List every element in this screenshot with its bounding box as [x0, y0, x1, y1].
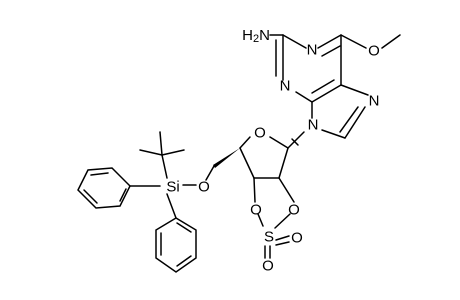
atom-o-sulfate-right: O [288, 202, 300, 219]
bond-c4-n3 [295, 91, 313, 103]
atom-o-sulfate-left: O [250, 202, 262, 219]
atom-o-methoxy: O [368, 43, 380, 60]
bond-si-cq [161, 154, 168, 179]
atom-o-ring: O [254, 125, 266, 142]
bond-c4-c3 [239, 147, 255, 179]
bond-o4-c4 [239, 136, 251, 149]
atom-o-s-right: O [291, 230, 303, 247]
atom-n9: N [308, 117, 319, 134]
atom-si: Si [166, 179, 179, 196]
wedge-c4-c5 [213, 148, 240, 168]
atom-o-silyl: O [198, 179, 210, 196]
bond-cq-me1 [139, 149, 163, 156]
bond-o2-s [274, 213, 291, 229]
phenyl-2-inner-b [176, 255, 192, 267]
bond-c5-osi [205, 165, 215, 181]
bond-cq-me3 [159, 131, 163, 156]
bond-n9-c1 [287, 131, 305, 149]
atom-s: S [264, 229, 274, 246]
phenyl-ring-2 [155, 217, 197, 273]
bond-lines [77, 34, 401, 273]
atom-n1: N [307, 42, 318, 59]
phenyl-ring-1 [77, 167, 131, 209]
bond-c1-c2 [278, 147, 289, 179]
bond-s-o1 [275, 235, 290, 241]
bond-n7-c8-double [339, 106, 359, 133]
bond-n1-c6 [317, 34, 342, 49]
phenyl-1-inner-a [90, 172, 109, 176]
atom-labels: H2N N N N N O O O Si O O S O O [166, 27, 380, 275]
bond-hash-1 [291, 138, 299, 146]
bond-o-ch3 [381, 34, 401, 49]
bond-c5-c4-double [311, 79, 335, 94]
bond-c2-o2 [278, 177, 295, 203]
bond-c3-o3 [253, 177, 256, 203]
atom-o-s-bottom: O [262, 258, 274, 275]
bond-cq-me2 [161, 149, 185, 156]
bond-c6-o [340, 34, 367, 49]
phenyl-1-inner-b [83, 189, 98, 204]
atom-nh2: H2N [242, 27, 270, 46]
bond-n1-c6-double [321, 45, 341, 57]
bond-o3-s [257, 213, 264, 227]
atom-n7: N [369, 93, 380, 110]
bond-n7-c8 [344, 106, 366, 139]
bond-c1-o4 [269, 136, 289, 149]
phenyl-1-inner-c [119, 188, 127, 202]
bond-c5-n7 [340, 84, 369, 96]
phenyl-2-inner-c [176, 222, 192, 233]
atom-n3: N [280, 78, 291, 95]
bond-c5-c4 [311, 84, 342, 103]
bond-si-ph2 [166, 193, 177, 219]
bond-c2-n1 [282, 34, 307, 49]
bond-s-o1-double [275, 241, 290, 246]
bond-c8-n9 [321, 129, 346, 139]
